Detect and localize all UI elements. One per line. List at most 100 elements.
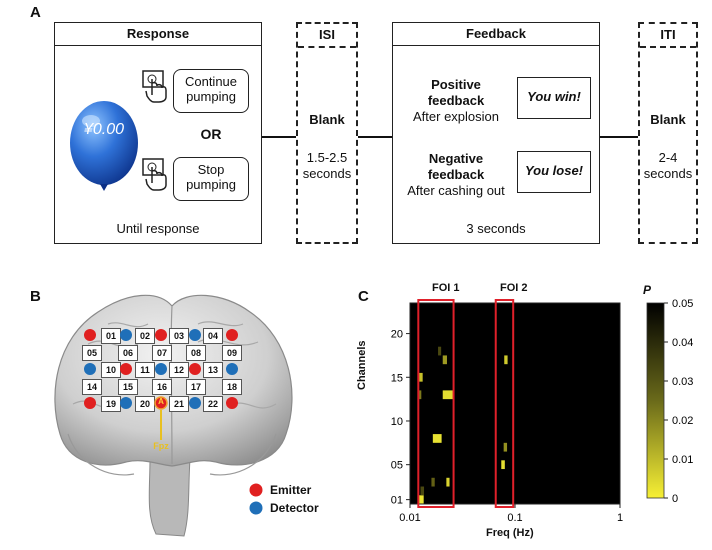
positive-line3: After explosion: [413, 109, 499, 124]
x-axis-label: Freq (Hz): [486, 527, 534, 539]
negative-line3: After cashing out: [407, 183, 505, 198]
emitter-optode: [84, 397, 96, 409]
positive-line2: feedback: [427, 93, 485, 108]
y-tick-label: 01: [391, 495, 403, 507]
balloon-icon: [70, 101, 138, 191]
channel-label: 14: [82, 379, 102, 395]
detector-legend-label: Detector: [270, 501, 319, 515]
lose-message: You lose!: [517, 151, 591, 193]
channel-label: 06: [118, 345, 138, 361]
detector-legend-icon: [249, 501, 263, 515]
heatmap-cell: [419, 495, 424, 504]
colorbar-tick-label: 0.04: [672, 337, 693, 349]
y-tick-label: 20: [391, 329, 403, 341]
channel-label: 09: [222, 345, 242, 361]
heatmap-cell: [501, 460, 505, 470]
channel-label: 18: [222, 379, 242, 395]
heatmap-cell: [442, 390, 454, 400]
channel-label: 15: [118, 379, 138, 395]
channel-label: 05: [82, 345, 102, 361]
detector-optode: [226, 363, 238, 375]
isi-blank: Blank: [309, 112, 345, 127]
stop-pumping-button[interactable]: Stop pumping: [173, 157, 249, 201]
win-message: You win!: [517, 77, 591, 119]
negative-line2: feedback: [427, 167, 485, 182]
foi-2-label: FOI 2: [500, 282, 528, 294]
channel-label: 13: [203, 362, 223, 378]
response-title: Response: [55, 23, 261, 46]
y-tick-label: 10: [391, 416, 403, 428]
heatmap-cell: [420, 486, 425, 496]
x-tick-label: 0.1: [507, 512, 522, 524]
y-tick-label: 15: [391, 372, 403, 384]
channel-label: 10: [101, 362, 121, 378]
channel-label: 07: [152, 345, 172, 361]
channel-label: 22: [203, 396, 223, 412]
emitter-legend-icon: [249, 483, 263, 497]
colorbar-tick-label: 0.05: [672, 298, 693, 310]
heatmap-cell: [446, 477, 450, 487]
fpz-optode: [154, 396, 168, 410]
iti-blank: Blank: [650, 112, 686, 127]
emitter-optode: [120, 363, 132, 375]
fpz-label: Fpz: [153, 441, 169, 451]
colorbar: [646, 302, 665, 499]
response-box: Response ¥0.00 Continue pumping OR Stop …: [54, 22, 262, 244]
emitter-optode: [84, 329, 96, 341]
detector-optode: [120, 329, 132, 341]
isi-title: ISI: [298, 24, 356, 48]
channel-label: 12: [169, 362, 189, 378]
positive-feedback-text: Positive feedback After explosion: [397, 77, 515, 125]
continue-pumping-button[interactable]: Continue pumping: [173, 69, 249, 113]
response-footer: Until response: [116, 221, 200, 236]
emitter-optode: [226, 397, 238, 409]
optode-layer: [84, 329, 238, 440]
stop-label-line1: Stop: [197, 162, 225, 177]
y-axis-label: Channels: [356, 340, 368, 390]
press-hand-icon: [142, 70, 167, 103]
panel-a-letter: A: [30, 4, 41, 21]
heatmap-cell: [438, 346, 442, 356]
heatmap-cell: [442, 355, 447, 365]
channel-label: 17: [186, 379, 206, 395]
iti-title: ITI: [640, 24, 696, 48]
colorbar-tick-label: 0.03: [672, 376, 693, 388]
heatmap-cell: [503, 442, 508, 452]
colorbar-tick-label: 0.01: [672, 454, 693, 466]
negative-line1: Negative: [428, 151, 484, 166]
channel-label: 16: [152, 379, 172, 395]
channel-label: 11: [135, 362, 155, 378]
emitter-optode: [155, 329, 167, 341]
or-label: OR: [200, 126, 222, 142]
heatmap-cell: [431, 477, 435, 487]
stop-label-line2: pumping: [186, 177, 236, 192]
isi-box: ISI Blank 1.5-2.5 seconds: [296, 22, 358, 244]
isi-time-line2: seconds: [302, 166, 352, 181]
channel-label: 19: [101, 396, 121, 412]
channel-label: 03: [169, 328, 189, 344]
heatmap-cell: [418, 390, 422, 400]
feedback-box: Feedback Positive feedback After explosi…: [392, 22, 600, 244]
press-hand-icon: [142, 158, 167, 191]
heatmap-background: [410, 303, 620, 504]
detector-optode: [189, 329, 201, 341]
colorbar-tick-label: 0: [672, 493, 678, 505]
heatmap-cell: [432, 434, 442, 443]
colorbar-tick-label: 0.02: [672, 415, 693, 427]
iti-time-line2: seconds: [643, 166, 693, 181]
channel-label: 02: [135, 328, 155, 344]
channel-label: 21: [169, 396, 189, 412]
detector-optode: [84, 363, 96, 375]
foi-1-label: FOI 1: [432, 282, 460, 294]
heatmap-cell: [504, 355, 508, 365]
foi-2-box: [494, 299, 515, 508]
fpz-marker: A: [158, 397, 164, 406]
channel-label: 04: [203, 328, 223, 344]
emitter-optode: [226, 329, 238, 341]
panel-b-letter: B: [30, 288, 41, 305]
continue-label-line2: pumping: [186, 89, 236, 104]
balloon-amount: ¥0.00: [83, 121, 125, 138]
y-tick-label: 05: [391, 460, 403, 472]
x-tick-label: 1: [617, 512, 623, 524]
panel-c-letter: C: [358, 288, 369, 305]
